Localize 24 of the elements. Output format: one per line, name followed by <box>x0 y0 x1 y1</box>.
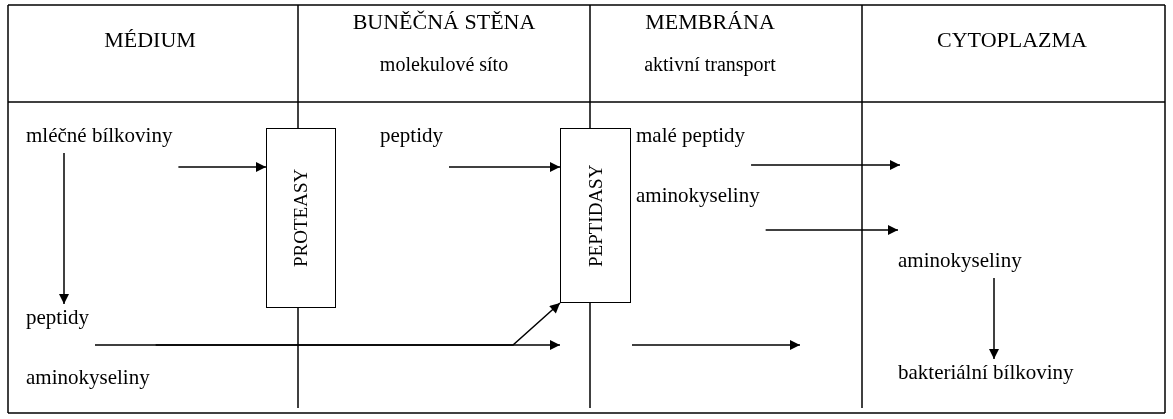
column-subheading: aktivní transport <box>644 52 776 76</box>
arrow <box>764 225 899 235</box>
arrow <box>59 152 69 305</box>
arrow <box>94 302 561 346</box>
arrow <box>177 162 267 172</box>
arrow <box>154 340 561 350</box>
substance-label: peptidy <box>380 123 443 147</box>
substance-label: aminokyseliny <box>26 365 150 389</box>
substance-label: malé peptidy <box>636 123 746 147</box>
column-heading: BUNĚČNÁ STĚNA <box>352 10 536 34</box>
enzyme-box: PROTEASY <box>266 128 336 308</box>
column-subheading: molekulové síto <box>379 52 509 76</box>
arrow <box>448 162 561 172</box>
arrow <box>989 277 999 360</box>
column-heading: CYTOPLAZMA <box>937 28 1087 52</box>
substance-label: peptidy <box>26 305 89 329</box>
substance-label: bakteriální bílkoviny <box>898 360 1074 384</box>
substance-label: aminokyseliny <box>636 183 760 207</box>
column-heading: MEMBRÁNA <box>645 10 775 34</box>
substance-label: mléčné bílkoviny <box>26 123 173 147</box>
arrow <box>750 160 901 170</box>
substance-label: aminokyseliny <box>898 248 1022 272</box>
column-heading: MÉDIUM <box>104 28 196 52</box>
enzyme-box: PEPTIDASY <box>560 128 631 303</box>
